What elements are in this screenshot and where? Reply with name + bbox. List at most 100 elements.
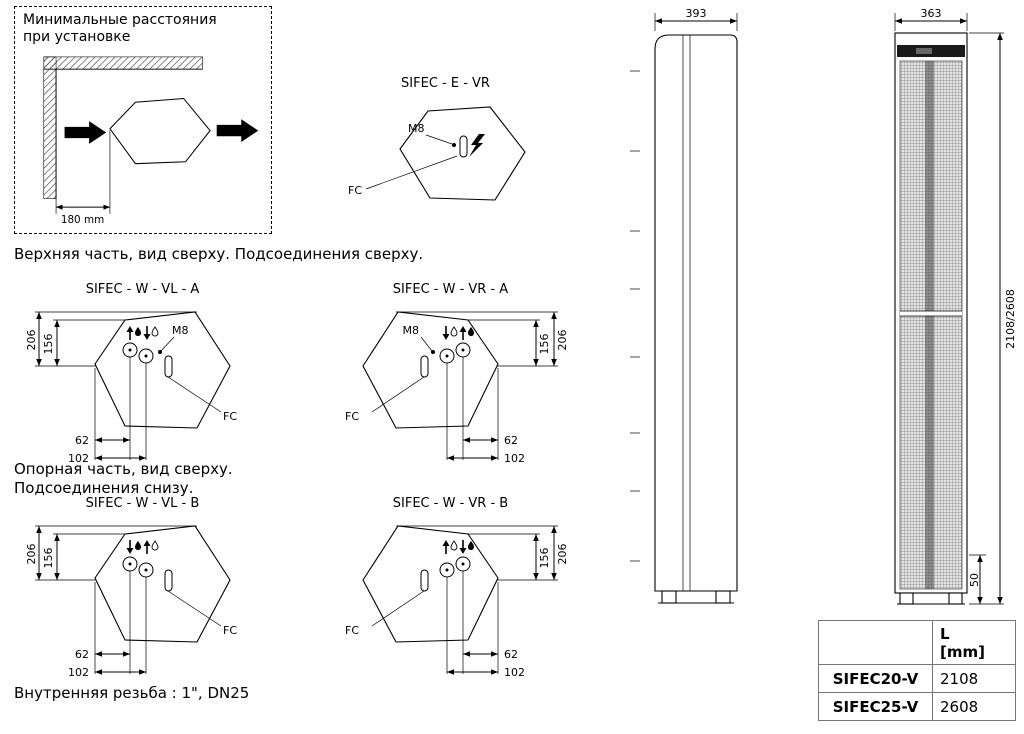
grille-mesh: [899, 60, 963, 590]
m8-label: M8: [408, 122, 425, 135]
clearance-dimension: 180 mm: [55, 130, 111, 226]
fc-label: FC: [345, 410, 359, 423]
dim-102-label: 102: [68, 452, 89, 465]
top-cap-badge: [916, 48, 932, 54]
airflow-out-arrow-icon: [216, 119, 259, 142]
slot-cutout: [420, 355, 429, 378]
bottom-dimensions: 62 102: [68, 357, 147, 465]
fc-label: FC: [223, 624, 237, 637]
top-view-note: Верхняя часть, вид сверху. Подсоединения…: [14, 245, 424, 263]
table-header-l: L: [940, 624, 950, 643]
section-tick-marks: [630, 70, 640, 562]
sifec-w-vr-a-drawing: 206 156 M8: [345, 311, 569, 465]
fc-label: FC: [348, 184, 362, 197]
unit-front-view-drawing: 363 2108/260: [894, 7, 1017, 605]
dim-102-label: 102: [504, 666, 525, 679]
dim-62-label: 62: [75, 434, 89, 447]
dim-206-label: 206: [25, 544, 38, 565]
dim-156-label: 156: [42, 334, 55, 355]
sifec-w-vl-a-title: SIFEC - W - VL - A: [85, 282, 200, 297]
table-header-length: L [mm]: [932, 620, 1016, 665]
dim-height-label: 2108/2608: [1004, 289, 1017, 349]
water-in-icon: [126, 326, 141, 340]
unit-outline-hexagon: [109, 97, 211, 165]
installation-title-line2: при установке: [23, 29, 131, 45]
support-view-note: Опорная часть, вид сверху. Подсоединения…: [14, 460, 233, 498]
base-feet: [655, 590, 737, 604]
length-cell: 2608: [932, 692, 1016, 721]
model-cell: SIFEC25-V: [818, 692, 933, 721]
water-out-icon: [143, 540, 159, 554]
support-note-line2: Подсоединения снизу.: [14, 479, 194, 497]
unit-front-view: 363 2108/260: [880, 5, 1024, 620]
dim-62-label: 62: [504, 434, 518, 447]
table-row-sifec25: SIFEC25-V 2608: [818, 692, 1016, 721]
slot-cutout: [459, 135, 468, 158]
dim-206-label: 206: [556, 544, 569, 565]
m8-label: M8: [403, 324, 420, 337]
dim-102-label: 102: [68, 666, 89, 679]
sifec-w-vr-b-diagram: SIFEC - W - VR - B 206 156: [333, 496, 569, 684]
water-out-icon: [442, 540, 458, 554]
left-dimensions: 206 156: [25, 311, 197, 367]
m8-hole-dot: [452, 143, 456, 147]
length-cell: 2108: [932, 664, 1016, 693]
bottom-dimensions: 62 102: [446, 357, 525, 465]
left-dimensions: 206 156: [25, 525, 197, 581]
dim-102-label: 102: [504, 452, 525, 465]
water-in-icon: [459, 326, 474, 340]
pipe-connection-circles: [439, 342, 471, 364]
dim-62-label: 62: [75, 648, 89, 661]
base-height-dimension: 50: [968, 554, 986, 604]
pipe-connection-circles: [122, 556, 154, 578]
m8-hole-dot: [431, 350, 435, 354]
installation-title: Минимальные расстояния при установке: [23, 12, 263, 46]
dim-156-label: 156: [538, 334, 551, 355]
table-header-unit: [mm]: [940, 642, 985, 661]
slot-cutout: [164, 355, 173, 378]
height-dimension: 2108/2608: [969, 32, 1017, 605]
unit-side-view-drawing: 393: [630, 7, 738, 604]
water-in-icon: [126, 540, 141, 554]
width-dimension: 393: [654, 7, 738, 31]
dim-363-label: 363: [921, 7, 942, 20]
dim-50-label: 50: [968, 573, 981, 587]
wall-hatching: [43, 56, 203, 199]
model-cell: SIFEC20-V: [818, 664, 933, 693]
water-in-icon: [459, 540, 474, 554]
sifec-w-vl-a-drawing: 206 156 M8: [25, 311, 237, 465]
unit-outline-hexagon: [94, 311, 231, 429]
unit-outline-hexagon: [94, 525, 231, 643]
unit-outline-hexagon: [362, 525, 499, 643]
m8-hole-dot: [158, 350, 162, 354]
sifec-e-vr-drawing: M8 FC: [348, 106, 526, 201]
sifec-w-vl-b-title: SIFEC - W - VL - B: [85, 496, 200, 511]
lightning-icon: [469, 134, 485, 157]
sifec-e-vr-diagram: SIFEC - E - VR M8 FC: [338, 76, 553, 218]
installation-diagram: 180 mm: [43, 56, 259, 226]
thread-note: Внутренняя резьба : 1", DN25: [14, 684, 250, 702]
dim-62-label: 62: [504, 648, 518, 661]
sifec-w-vl-b-diagram: SIFEC - W - VL - B 206 156: [25, 496, 260, 684]
sifec-w-vl-b-drawing: 206 156: [25, 525, 237, 679]
support-note-line1: Опорная часть, вид сверху.: [14, 460, 233, 478]
sifec-e-vr-title: SIFEC - E - VR: [401, 76, 490, 91]
fc-label: FC: [223, 410, 237, 423]
installation-clearance-panel: Минимальные расстояния при установке 180…: [14, 6, 272, 234]
dim-180mm-label: 180 mm: [61, 214, 104, 226]
unit-outline-hexagon: [362, 311, 499, 429]
dim-393-label: 393: [686, 7, 707, 20]
unit-side-view: 393: [628, 5, 750, 620]
sifec-w-vl-a-diagram: SIFEC - W - VL - A 206 156: [25, 282, 260, 470]
fc-label: FC: [345, 624, 359, 637]
base-feet: [895, 592, 967, 605]
table-corner-cell: [818, 620, 933, 665]
bottom-dimensions: 62 102: [68, 571, 147, 679]
dim-206-label: 206: [556, 330, 569, 351]
bottom-dimensions: 62 102: [446, 571, 525, 679]
sifec-w-vr-a-title: SIFEC - W - VR - A: [392, 282, 509, 297]
slot-cutout: [420, 569, 429, 592]
airflow-in-arrow-icon: [64, 121, 107, 144]
installation-title-line1: Минимальные расстояния: [23, 12, 217, 28]
